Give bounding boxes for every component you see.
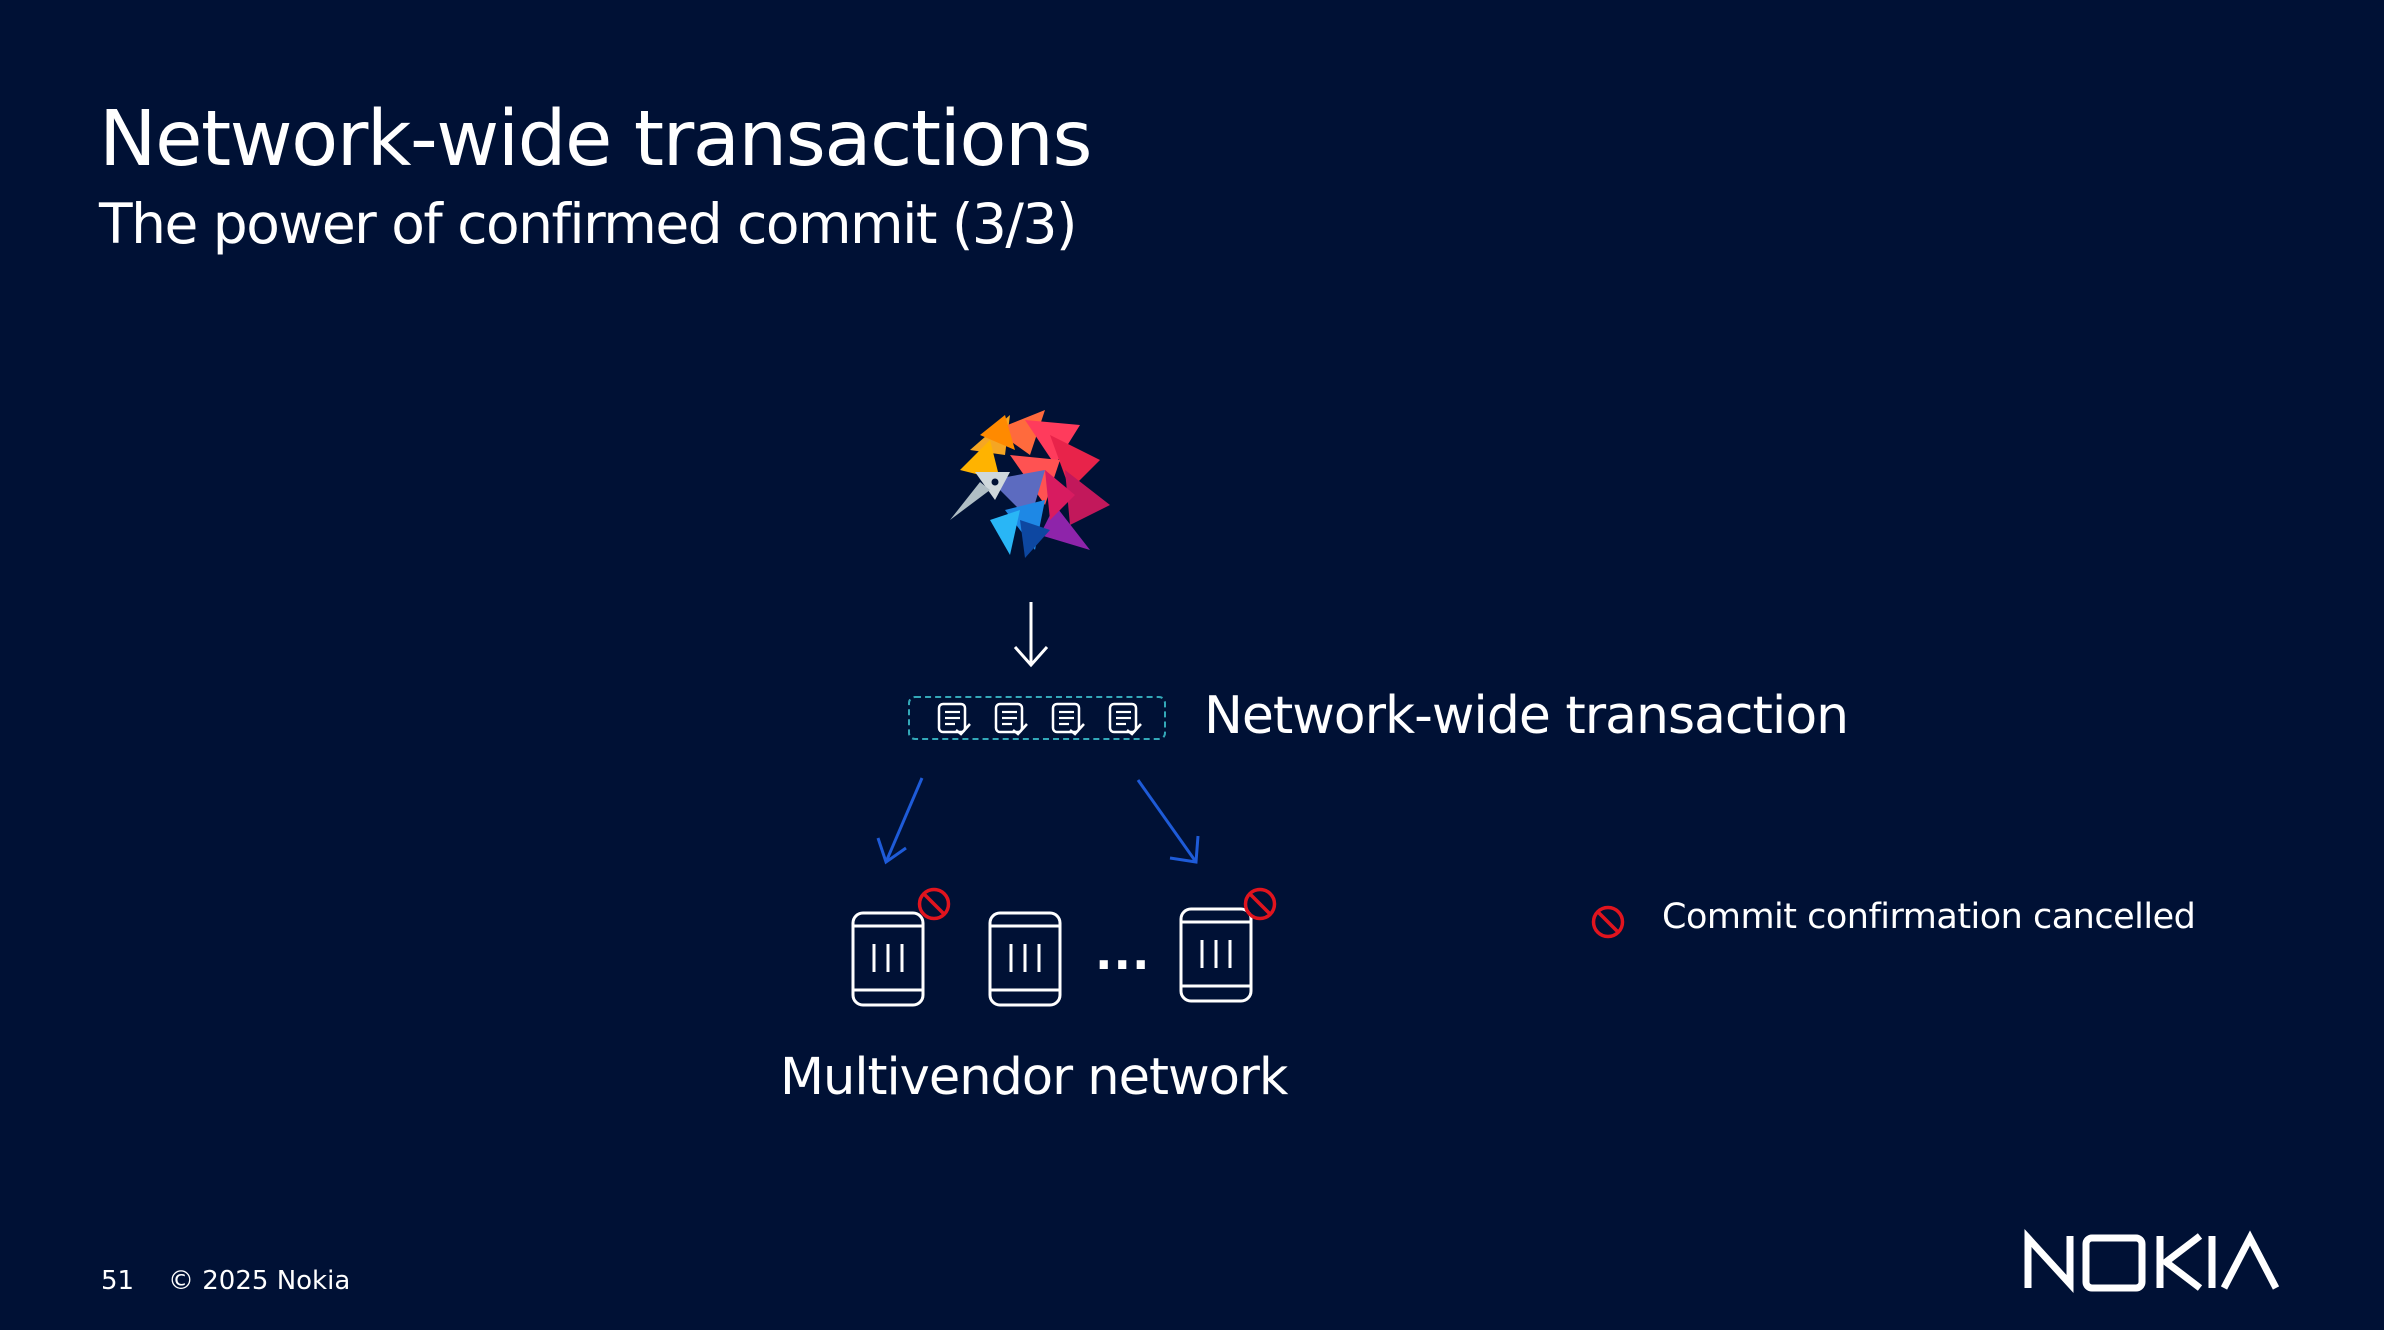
document-check-icon bbox=[937, 702, 971, 736]
document-check-icon bbox=[994, 702, 1028, 736]
prohibited-icon bbox=[917, 887, 951, 921]
document-check-icon bbox=[1108, 702, 1142, 736]
network-device-icon bbox=[851, 911, 925, 1007]
legend-text: Commit confirmation cancelled bbox=[1662, 897, 2196, 937]
document-check-icon bbox=[1051, 702, 1085, 736]
page-number: 51 bbox=[101, 1266, 135, 1296]
echidna-logo bbox=[950, 410, 1110, 558]
down-arrow-icon bbox=[1013, 602, 1049, 668]
slide-title: Network-wide transactions bbox=[99, 95, 1092, 184]
arrow-down-left-icon bbox=[876, 777, 924, 865]
prohibited-icon bbox=[1591, 905, 1625, 939]
network-device-icon bbox=[988, 911, 1062, 1007]
arrow-down-right-icon bbox=[1136, 779, 1200, 864]
prohibited-icon bbox=[1243, 887, 1277, 921]
transaction-box bbox=[908, 696, 1166, 740]
transaction-label: Network-wide transaction bbox=[1204, 686, 1849, 746]
network-label: Multivendor network bbox=[780, 1048, 1288, 1107]
nokia-logo bbox=[2024, 1228, 2280, 1294]
slide-subtitle: The power of confirmed commit (3/3) bbox=[99, 192, 1077, 256]
copyright: © 2025 Nokia bbox=[168, 1266, 351, 1296]
network-device-icon bbox=[1179, 907, 1253, 1003]
ellipsis: ... bbox=[1095, 926, 1151, 980]
